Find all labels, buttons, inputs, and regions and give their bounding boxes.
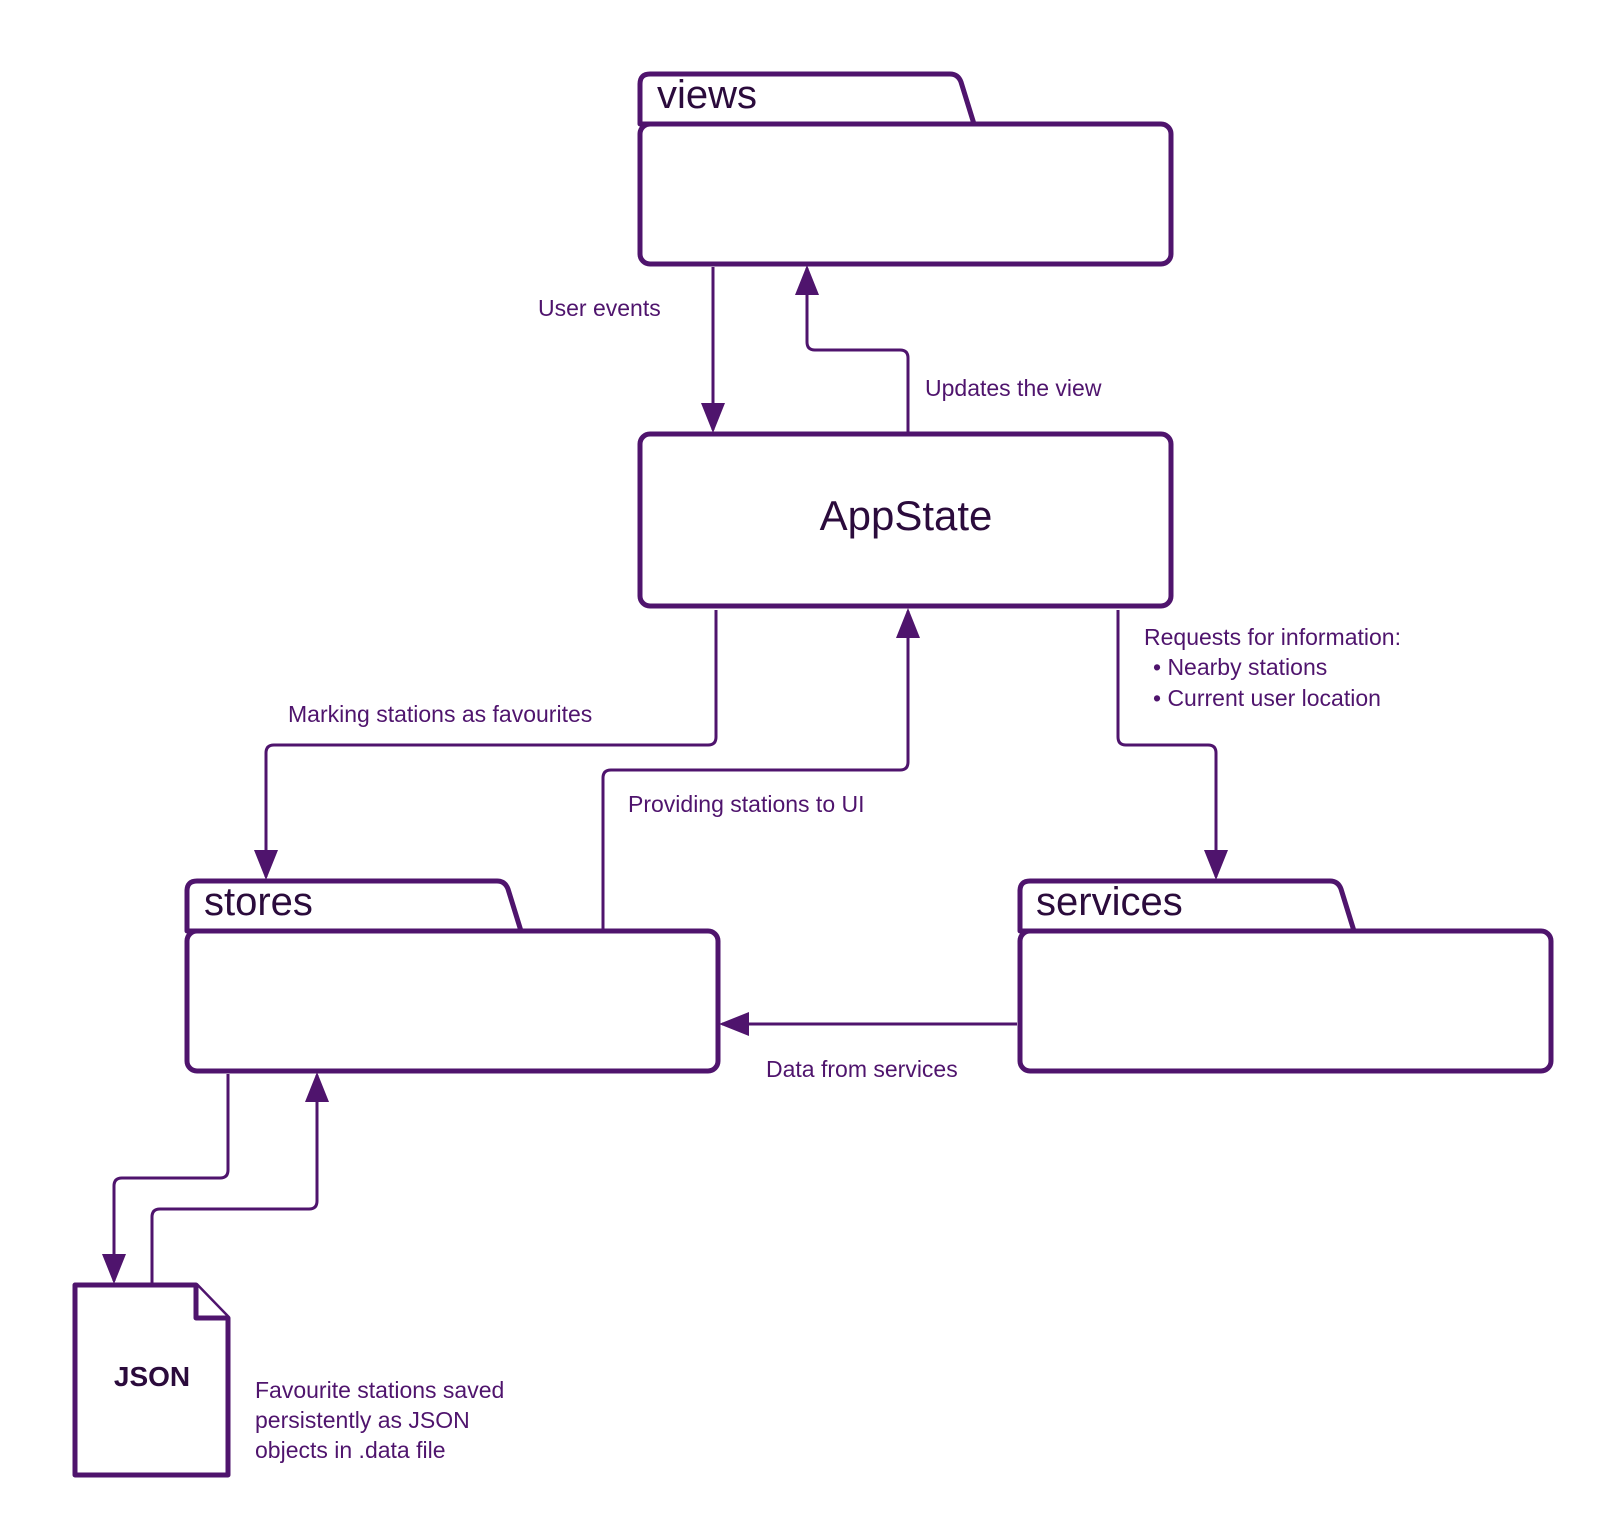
edge-providing-stations <box>601 608 920 929</box>
label-user-events: User events <box>538 295 661 321</box>
services-package-tab <box>1017 878 1357 934</box>
services-package-body <box>1017 928 1554 1074</box>
views-package-title: views <box>657 73 757 117</box>
stores-package-body <box>184 928 721 1074</box>
json-note-line-2: persistently as JSON <box>255 1407 470 1433</box>
views-package-tab <box>637 71 977 127</box>
views-package[interactable]: views <box>637 71 1174 267</box>
edge-updates-view <box>795 265 910 432</box>
json-file-fold <box>193 1285 228 1321</box>
label-updates-view: Updates the view <box>925 375 1102 401</box>
appstate-node[interactable]: AppState <box>637 431 1174 609</box>
appstate-title: AppState <box>820 492 993 539</box>
appstate-box <box>637 431 1174 609</box>
edge-requests-information <box>1116 610 1228 880</box>
label-requests-item-1: • Nearby stations <box>1153 654 1327 680</box>
json-file-icon <box>72 1282 231 1478</box>
json-file-node[interactable]: JSON <box>72 1282 231 1478</box>
edge-stores-to-json <box>102 1074 230 1284</box>
json-file-label: JSON <box>114 1361 190 1392</box>
stores-package[interactable]: stores <box>184 878 721 1074</box>
views-package-body <box>637 121 1174 267</box>
edge-marking-favourites <box>254 610 718 880</box>
label-providing-stations: Providing stations to UI <box>628 791 865 817</box>
label-requests-header: Requests for information: <box>1144 624 1401 650</box>
services-package[interactable]: services <box>1017 878 1554 1074</box>
stores-package-title: stores <box>204 880 313 924</box>
edge-json-to-stores <box>150 1072 329 1284</box>
json-note-line-1: Favourite stations saved <box>255 1377 504 1403</box>
stores-package-tab <box>184 878 524 934</box>
label-marking-favourites: Marking stations as favourites <box>288 701 592 727</box>
services-package-title: services <box>1036 880 1183 924</box>
label-data-from-services: Data from services <box>766 1056 958 1082</box>
label-requests-item-2: • Current user location <box>1153 685 1381 711</box>
json-note-line-3: objects in .data file <box>255 1437 446 1463</box>
